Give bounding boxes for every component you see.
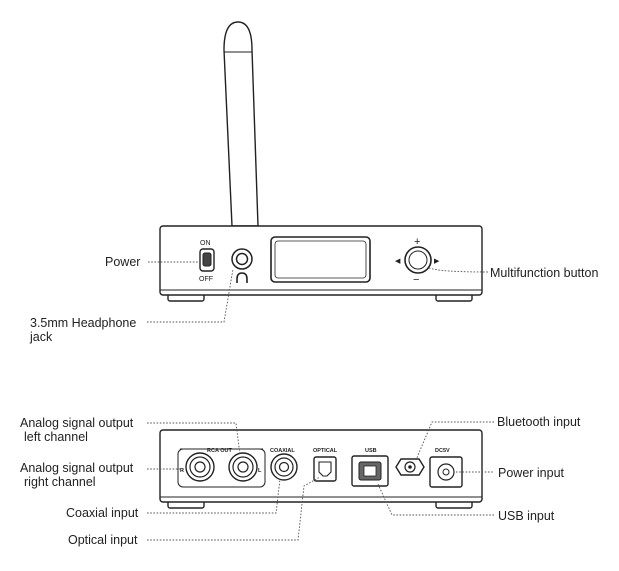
knob-left-arrow: ◀ [395, 258, 401, 265]
rca-bracket [177, 448, 266, 488]
rca-l-label: L [258, 468, 262, 474]
switch-on-label: ON [200, 240, 211, 247]
leader-optical [147, 476, 321, 541]
label-multifunction: Multifunction button [490, 266, 598, 280]
label-optical-input: Optical input [68, 533, 138, 547]
rca-out-label: RCA OUT [207, 448, 232, 454]
leader-coaxial [147, 478, 281, 514]
knob-plus: + [414, 236, 420, 248]
label-right-channel-line1: Analog signal output [20, 461, 134, 475]
switch-off-label: OFF [199, 276, 213, 283]
label-bluetooth-input: Bluetooth input [497, 415, 581, 429]
leader-headphone [147, 268, 234, 323]
label-coaxial-input: Coaxial input [66, 506, 139, 520]
multifunction-knob-inner [408, 250, 428, 270]
rca-r-label: R [180, 468, 184, 474]
label-left-channel-line1: Analog signal output [20, 416, 134, 430]
label-left-channel-line2: left channel [24, 430, 88, 444]
leader-bluetooth [415, 421, 494, 461]
usb-port-label: USB [365, 448, 377, 454]
headphone-icon [236, 272, 248, 283]
dc-port-label: DC5V [435, 448, 450, 454]
label-right-channel-line2: right channel [24, 475, 96, 489]
label-power-input: Power input [498, 466, 565, 480]
optical-port-label: OPTICAL [313, 448, 338, 454]
power-switch-knob [202, 252, 212, 267]
headphone-jack-inner [235, 252, 249, 266]
display-screen [270, 236, 371, 283]
label-headphone-line1: 3.5mm Headphone [30, 316, 136, 330]
label-headphone-line2: jack [29, 330, 53, 344]
display-inner [274, 240, 367, 279]
front-device: ON OFF + − ◀ ▶ [159, 21, 483, 302]
label-usb-input: USB input [498, 509, 555, 523]
label-power: Power [105, 255, 140, 269]
optical-port [313, 456, 337, 482]
leader-multifunction [428, 267, 489, 273]
knob-minus: − [413, 274, 419, 286]
antenna [223, 21, 259, 227]
coaxial-port-label: COAXIAL [270, 448, 295, 454]
leader-left-channel [147, 422, 241, 456]
rear-device: RCA OUT R L COAXIAL OPTICAL USB DC5V [159, 429, 483, 509]
knob-right-arrow: ▶ [434, 258, 440, 265]
